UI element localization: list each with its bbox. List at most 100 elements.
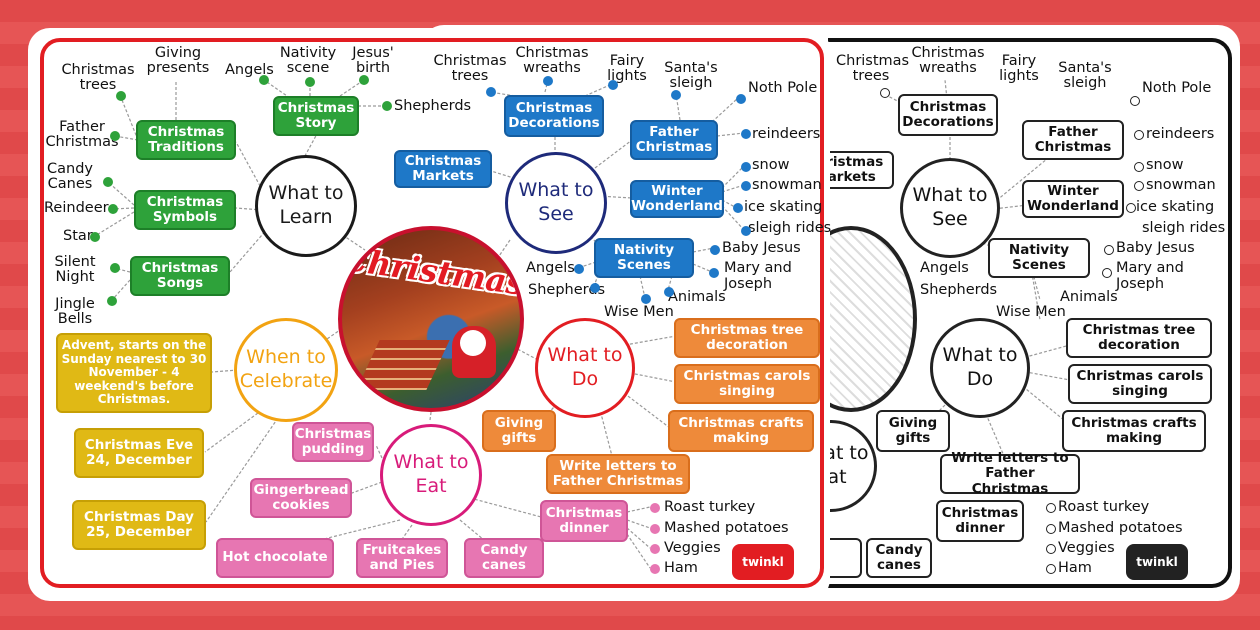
box-christmas-markets: Christmas Markets	[394, 150, 492, 188]
label-reindeers: reindeers	[752, 126, 821, 142]
node-dot	[741, 129, 751, 139]
bw-box-winter: Winter Wonderland	[1022, 180, 1124, 218]
bw-label-angels: Angels	[920, 260, 969, 276]
box-candy-canes: Candy canes	[464, 538, 544, 578]
node-dot	[733, 203, 743, 213]
bw-box-gifts: Giving gifts	[876, 410, 950, 452]
bw-hub-do: What to Do	[930, 318, 1030, 418]
box-christmas-story: Christmas Story	[273, 96, 359, 136]
node-dot	[650, 524, 660, 534]
bw-node-dot	[880, 88, 890, 98]
node-dot	[486, 87, 496, 97]
node-dot	[110, 263, 120, 273]
label-reindeer: Reindeer	[44, 200, 109, 216]
box-write-letters: Write letters to Father Christmas	[546, 454, 690, 494]
bw-label-rides: sleigh rides	[1142, 220, 1226, 236]
bw-label-animals: Animals	[1060, 289, 1118, 305]
node-dot	[736, 94, 746, 104]
bw-node-dot	[1102, 268, 1112, 278]
node-dot	[650, 564, 660, 574]
node-dot	[110, 131, 120, 141]
label-father-christmas-learn: Father Christmas	[45, 119, 119, 151]
bw-box-father: Father Christmas	[1022, 120, 1124, 160]
bw-label-reindeers: reindeers	[1146, 126, 1215, 142]
label-shepherds-see: Shepherds	[528, 282, 606, 298]
label-ham: Ham	[664, 560, 698, 576]
node-dot	[305, 77, 315, 87]
christmas-illustration: Christmas	[338, 226, 524, 412]
bw-node-dot	[1046, 524, 1056, 534]
box-nativity-scenes: Nativity Scenes	[594, 238, 694, 278]
bw-node-dot	[1134, 130, 1144, 140]
bw-label-snowman: snowman	[1146, 177, 1216, 193]
box-christmas-pudding: Christmas pudding	[292, 422, 374, 462]
bw-node-dot	[1046, 564, 1056, 574]
box-christmas-dinner: Christmas dinner	[540, 500, 628, 542]
hub-what-to-eat: What to Eat	[380, 424, 482, 526]
staircase	[356, 340, 450, 390]
label-christmas-trees: Christmas trees	[61, 62, 135, 94]
bw-label-wreaths: Christmas wreaths	[911, 45, 985, 77]
bw-twinkl-logo: twinkl	[1126, 544, 1188, 580]
label-noth-pole: Noth Pole	[748, 80, 818, 96]
twinkl-logo: twinkl	[732, 544, 794, 580]
label-snow: snow	[752, 157, 790, 173]
box-christmas-symbols: Christmas Symbols	[134, 190, 236, 230]
node-dot	[608, 80, 618, 90]
node-dot	[664, 287, 674, 297]
bw-box-crafts: Christmas crafts making	[1062, 410, 1206, 452]
label-angels-learn: Angels	[225, 62, 274, 78]
bw-hub-see: What to See	[900, 158, 1000, 258]
bw-node-dot	[1104, 245, 1114, 255]
label-christmas-wreaths: Christmas wreaths	[515, 45, 589, 77]
node-dot	[574, 264, 584, 274]
node-dot	[650, 503, 660, 513]
node-dot	[590, 283, 600, 293]
node-dot	[259, 75, 269, 85]
bw-label-skating: ice skating	[1136, 199, 1215, 215]
label-silent-night: Silent Night	[54, 254, 96, 286]
label-star: Star	[63, 228, 93, 244]
bw-label-turkey: Roast turkey	[1058, 499, 1150, 515]
bw-box-dinner: Christmas dinner	[936, 500, 1024, 542]
node-dot	[90, 232, 100, 242]
label-shepherds-learn: Shepherds	[394, 98, 472, 114]
label-angels-see: Angels	[526, 260, 575, 276]
node-dot	[641, 294, 651, 304]
node-dot	[108, 204, 118, 214]
node-dot	[741, 181, 751, 191]
box-winter-wonderland: Winter Wonderland	[630, 180, 724, 218]
bw-box-nativity: Nativity Scenes	[988, 238, 1090, 278]
node-dot	[107, 296, 117, 306]
bw-label-pole: Noth Pole	[1142, 80, 1212, 96]
box-giving-gifts: Giving gifts	[482, 410, 556, 452]
bw-box-candy: Candy canes	[866, 538, 932, 578]
label-jingle-bells: Jingle Bells	[55, 296, 95, 328]
label-roast-turkey: Roast turkey	[664, 499, 756, 515]
hub-when-to-celebrate: When to Celebrate	[234, 318, 338, 422]
box-christmas-tree-decoration: Christmas tree decoration	[674, 318, 820, 358]
node-dot	[710, 245, 720, 255]
label-ice-skating: ice skating	[744, 199, 823, 215]
bw-box-fruitcakes	[828, 538, 862, 578]
box-christmas-eve: Christmas Eve 24, December	[74, 428, 204, 478]
node-dot	[543, 76, 553, 86]
node-dot	[116, 91, 126, 101]
bw-worksheet-content: Christmas Decorations Christmas Markets …	[828, 40, 1228, 586]
box-christmas-carols-singing: Christmas carols singing	[674, 364, 820, 404]
bw-label-wise: Wise Men	[996, 304, 1066, 320]
box-gingerbread-cookies: Gingerbread cookies	[250, 478, 352, 518]
box-christmas-day: Christmas Day 25, December	[72, 500, 206, 550]
bw-box-tree: Christmas tree decoration	[1066, 318, 1212, 358]
box-christmas-decorations: Christmas Decorations	[504, 95, 604, 137]
box-christmas-crafts-making: Christmas crafts making	[668, 410, 814, 452]
label-candy-canes: Candy Canes	[47, 161, 93, 193]
bw-node-dot	[1130, 96, 1140, 106]
bw-node-dot	[1134, 181, 1144, 191]
bw-node-dot	[1126, 203, 1136, 213]
label-nativity-scene: Nativity scene	[279, 45, 337, 77]
bw-label-snow: snow	[1146, 157, 1184, 173]
bw-label-mary: Mary and Joseph	[1116, 260, 1184, 292]
label-mashed-potatoes: Mashed potatoes	[664, 520, 789, 536]
bw-label-shepherds: Shepherds	[920, 282, 998, 298]
